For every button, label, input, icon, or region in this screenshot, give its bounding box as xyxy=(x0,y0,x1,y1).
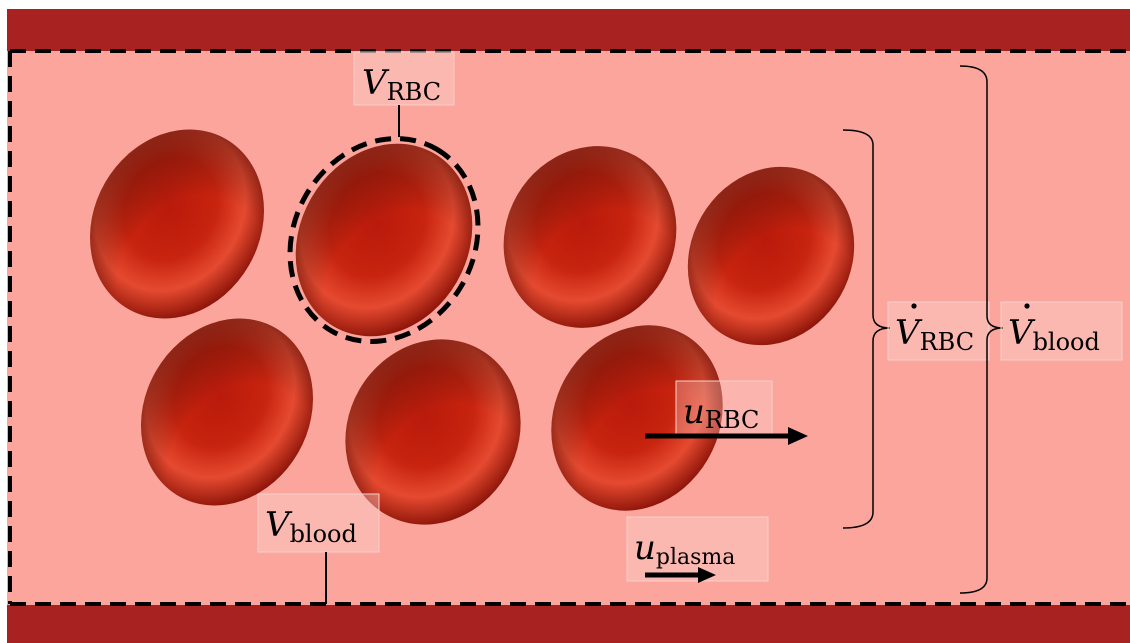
vdot-blood-dot xyxy=(1024,303,1029,308)
vessel-wall-bottom xyxy=(7,605,1130,643)
vdot-rbc-dot xyxy=(911,303,916,308)
vessel-wall-top xyxy=(7,9,1130,51)
